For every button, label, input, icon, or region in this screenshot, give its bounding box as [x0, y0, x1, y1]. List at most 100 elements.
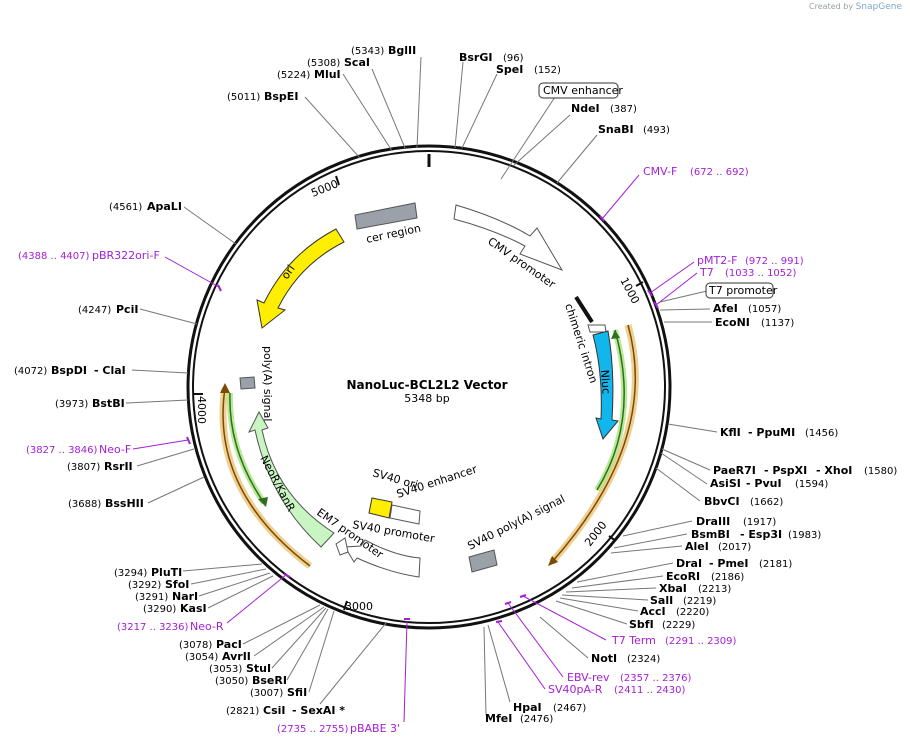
- site-pspXI[interactable]: - PspXI: [764, 464, 807, 477]
- site-apaLI[interactable]: ApaLI: [147, 200, 182, 213]
- leader-sv40pa: [497, 621, 546, 690]
- t7-promoter-label[interactable]: T7 promoter: [708, 284, 778, 297]
- primer-pmt2f[interactable]: pMT2-F: [697, 254, 738, 267]
- site-pacI[interactable]: PacI: [216, 638, 242, 651]
- site-xhoI[interactable]: - XhoI: [816, 464, 852, 477]
- primer-pbr322[interactable]: pBR322ori-F: [92, 249, 160, 262]
- site-bstBI[interactable]: BstBI: [92, 397, 125, 410]
- cmv-enhancer-label[interactable]: CMV enhancer: [543, 84, 623, 97]
- primer-neof[interactable]: Neo-F: [99, 443, 131, 456]
- site-avrII[interactable]: AvrII: [222, 650, 251, 663]
- sv40-promoter-feature[interactable]: [344, 539, 421, 578]
- primer-sv40par[interactable]: SV40pA-R: [548, 683, 603, 696]
- site-asiSI[interactable]: AsiSI: [710, 477, 741, 490]
- site-pvuI[interactable]: - PvuI: [746, 477, 782, 490]
- site-notI[interactable]: NotI: [591, 652, 617, 665]
- leader-bspEI: [304, 96, 361, 159]
- site-pmeI[interactable]: - PmeI: [709, 557, 748, 570]
- site-bseRI[interactable]: BseRI: [252, 674, 287, 687]
- site-bspEI[interactable]: BspEI: [264, 90, 298, 103]
- site-ppuMI[interactable]: - PpuMI: [748, 426, 795, 439]
- site-snaBI[interactable]: SnaBI: [598, 123, 634, 136]
- site-accI-pos: (2220): [676, 607, 709, 618]
- site-narI[interactable]: NarI: [172, 590, 198, 603]
- site-ndeI[interactable]: NdeI: [571, 102, 600, 115]
- site-pluTI[interactable]: PluTI: [151, 566, 182, 579]
- site-csiI-pos: (2821): [226, 706, 259, 717]
- leader-t7prom: [659, 290, 708, 303]
- primer-pbabe[interactable]: pBABE 3': [350, 722, 400, 735]
- sv40-polya-feature[interactable]: [468, 549, 498, 573]
- site-bssHII[interactable]: BssHII: [105, 497, 144, 510]
- polya-feature[interactable]: [239, 376, 256, 390]
- primer-mark-sv40pa: [495, 620, 503, 623]
- sv40-ori-feature[interactable]: [368, 497, 393, 519]
- site-ecoNI[interactable]: EcoNI: [715, 316, 750, 329]
- site-kflI[interactable]: KflI: [720, 426, 741, 439]
- primer-ebvrev[interactable]: EBV-rev: [567, 671, 610, 684]
- cmv-promoter-feature[interactable]: [453, 204, 564, 271]
- site-csiI[interactable]: CsiI: [263, 704, 285, 717]
- site-speI[interactable]: SpeI: [496, 63, 523, 76]
- site-pvuI-pos: (1594): [795, 479, 828, 490]
- em7-promoter-feature[interactable]: [335, 537, 349, 556]
- site-rsrII[interactable]: RsrII: [104, 460, 133, 473]
- site-kasI[interactable]: KasI: [180, 602, 207, 615]
- site-bglII-pos: (5343): [351, 46, 384, 57]
- site-bglII[interactable]: BglII: [388, 44, 416, 57]
- site-sbfI[interactable]: SbfI: [629, 618, 654, 631]
- leader-avrII: [253, 606, 325, 657]
- site-xbaI[interactable]: XbaI: [659, 582, 687, 595]
- leader-ndeI: [512, 114, 571, 167]
- leader-t7term: [522, 595, 607, 641]
- tick-1000-mark: [635, 281, 644, 287]
- site-bspDI[interactable]: BspDI: [51, 364, 87, 377]
- leader-sfoI: [190, 568, 267, 585]
- site-mfeI[interactable]: MfeI: [485, 712, 512, 725]
- primer-ebvrev-range: (2357 .. 2376): [620, 673, 692, 684]
- primer-mark-neor: [283, 573, 291, 578]
- site-esp3I[interactable]: - Esp3I: [740, 528, 782, 541]
- site-afeI[interactable]: AfeI: [713, 302, 738, 315]
- site-afeI-pos: (1057): [748, 304, 781, 315]
- leader-pmt2f: [649, 261, 695, 294]
- site-accI[interactable]: AccI: [640, 605, 666, 618]
- site-paeR7I[interactable]: PaeR7I: [713, 464, 756, 477]
- site-aleI[interactable]: AleI: [685, 540, 709, 553]
- site-bsrGI[interactable]: BsrGI: [459, 51, 492, 64]
- site-bbvCI[interactable]: BbvCI: [704, 495, 740, 508]
- sv40-enhancer-feature[interactable]: [389, 504, 421, 525]
- primer-t7[interactable]: T7: [699, 266, 714, 279]
- site-mluI[interactable]: MluI: [314, 68, 341, 81]
- primer-cmvf[interactable]: CMV-F: [643, 165, 677, 178]
- site-ecoRI-pos: (2186): [711, 572, 744, 583]
- leader-apaLI: [183, 206, 237, 245]
- site-ecoRI[interactable]: EcoRI: [666, 570, 700, 583]
- primer-t7term[interactable]: T7 Term: [611, 634, 656, 647]
- site-sfiI-pos: (3007): [250, 688, 283, 699]
- site-pmeI-pos: (2181): [759, 559, 792, 570]
- primer-pmt2f-range: (972 .. 991): [745, 256, 804, 267]
- site-claI[interactable]: - ClaI: [94, 364, 126, 377]
- site-sfiI[interactable]: SfiI: [287, 686, 307, 699]
- primer-neor[interactable]: Neo-R: [190, 620, 224, 633]
- neor-feature[interactable]: [248, 410, 335, 548]
- site-sfoI[interactable]: SfoI: [165, 578, 189, 591]
- site-stuI[interactable]: StuI: [246, 662, 271, 675]
- chimeric-intron-feature[interactable]: [587, 324, 607, 333]
- site-salI[interactable]: SalI: [650, 594, 673, 607]
- ori-feature[interactable]: [256, 228, 345, 329]
- site-hpaI[interactable]: HpaI: [513, 701, 542, 714]
- primer-pbr322-range: (4388 .. 4407): [18, 251, 90, 262]
- site-pciI[interactable]: PciI: [116, 303, 138, 316]
- leader-narI: [198, 572, 271, 597]
- site-scaI[interactable]: ScaI: [344, 56, 370, 69]
- nluc-feature[interactable]: [592, 330, 619, 441]
- site-draIII[interactable]: DraIII: [696, 515, 730, 528]
- site-draI[interactable]: DraI: [676, 557, 702, 570]
- site-sexAI[interactable]: - SexAI *: [292, 704, 345, 717]
- leader-bseRI: [286, 608, 329, 681]
- site-bsmBI[interactable]: BsmBI: [691, 528, 730, 541]
- site-bspDI-pos: (4072): [14, 366, 47, 377]
- cer-region-feature[interactable]: [354, 202, 418, 230]
